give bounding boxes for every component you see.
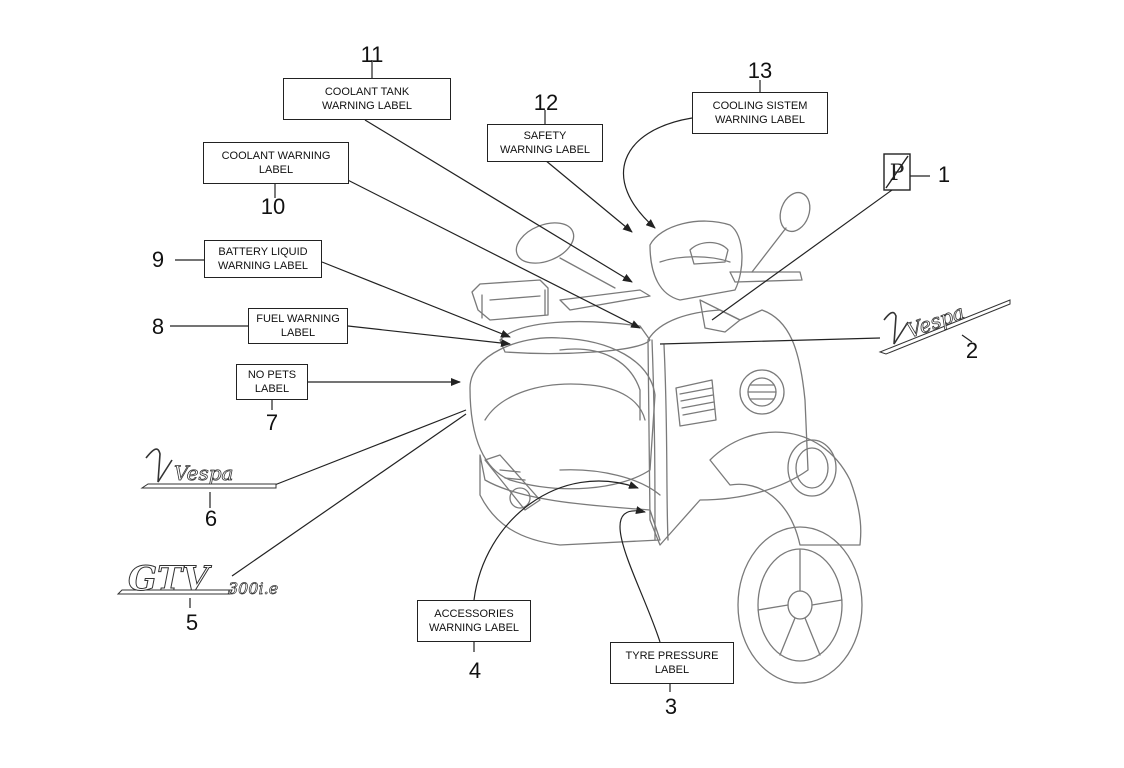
callout-7-line1: NO PETS (247, 369, 297, 381)
callout-13-box: COOLING SISTEM WARNING LABEL (692, 92, 828, 134)
callout-1-number: 1 (937, 162, 951, 187)
vespa-logo-text-front: Vespa (904, 300, 968, 343)
callout-8-line2: LABEL (280, 327, 316, 339)
callout-10-number: 10 (260, 194, 286, 219)
callout-9-number: 9 (151, 247, 165, 272)
callout-11-number: 11 (360, 42, 384, 67)
callout-8-box: FUEL WARNING LABEL (248, 308, 348, 344)
callout-13-line2: WARNING LABEL (714, 114, 806, 126)
callout-3-number: 3 (664, 694, 678, 719)
callout-12-line1: SAFETY (523, 130, 567, 142)
callout-13-number: 13 (747, 58, 773, 83)
callout-2-number: 2 (965, 338, 979, 363)
callout-10-box: COOLANT WARNING LABEL (203, 142, 349, 184)
callout-13-line1: COOLING SISTEM (712, 100, 808, 112)
vespa-logo-text-side: Vespa (174, 461, 233, 485)
callout-7-box: NO PETS LABEL (236, 364, 308, 400)
gtv-logo-suffix: 300i.e (228, 579, 278, 598)
callout-6-number: 6 (204, 506, 218, 531)
callout-8-number: 8 (151, 314, 165, 339)
vespa-logo-decal-side: Vespa (140, 448, 277, 489)
callout-4-box: ACCESSORIES WARNING LABEL (417, 600, 531, 642)
callout-7-line2: LABEL (254, 383, 290, 395)
callout-3-line1: TYRE PRESSURE (625, 650, 719, 662)
callout-5-number: 5 (185, 610, 199, 635)
callout-4-line1: ACCESSORIES (434, 608, 514, 620)
callout-11-line1: COOLANT TANK (324, 86, 410, 98)
callout-4-line2: WARNING LABEL (428, 622, 520, 634)
parking-symbol-decal: P (883, 153, 911, 191)
callout-9-line2: WARNING LABEL (217, 260, 309, 272)
callout-12-line2: WARNING LABEL (499, 144, 591, 156)
callout-11-line2: WARNING LABEL (321, 100, 413, 112)
callout-8-line1: FUEL WARNING (256, 313, 340, 325)
gtv-300ie-logo-decal: GTV 300i.e (116, 559, 279, 600)
callout-3-line2: LABEL (654, 664, 690, 676)
callout-7-number: 7 (265, 410, 279, 435)
callout-9-box: BATTERY LIQUID WARNING LABEL (204, 240, 322, 278)
callout-4-number: 4 (468, 658, 482, 683)
callout-11-box: COOLANT TANK WARNING LABEL (283, 78, 451, 120)
callout-12-number: 12 (533, 90, 559, 115)
callout-12-box: SAFETY WARNING LABEL (487, 124, 603, 162)
gtv-logo-text: GTV (128, 559, 212, 599)
callout-10-line2: LABEL (258, 164, 294, 176)
callout-9-line1: BATTERY LIQUID (218, 246, 308, 258)
callout-10-line1: COOLANT WARNING (221, 150, 331, 162)
callout-3-box: TYRE PRESSURE LABEL (610, 642, 734, 684)
